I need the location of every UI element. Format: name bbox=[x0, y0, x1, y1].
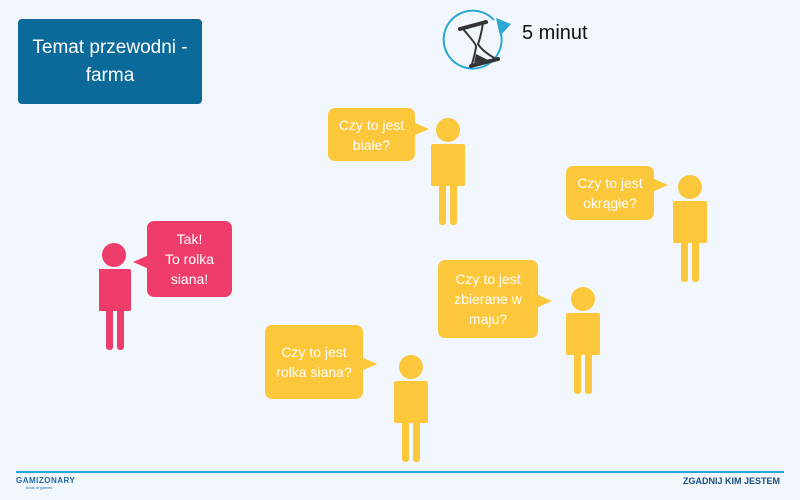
bubble-tail bbox=[413, 122, 429, 136]
person-icon-pink bbox=[99, 243, 131, 350]
topic-line1: Temat przewodni - bbox=[32, 36, 188, 58]
bubble-text: zbierane w bbox=[454, 291, 522, 307]
gamizonary-logo: GAMIZONARY book of games bbox=[16, 476, 75, 490]
logo-text: GAMIZONARY bbox=[16, 476, 76, 485]
bubble-tail bbox=[652, 178, 668, 192]
topic-line2: farma bbox=[85, 64, 135, 86]
bubble-text: Tak! bbox=[176, 231, 203, 247]
bubble-tail bbox=[133, 255, 149, 269]
footer-divider bbox=[16, 471, 784, 473]
bubble-text: To rolka bbox=[164, 251, 215, 267]
bubble-text: Czy to jest bbox=[455, 271, 521, 287]
bubble-text: maju? bbox=[468, 311, 508, 327]
answer-bubble: Tak! To rolka siana! bbox=[133, 221, 232, 297]
bubble-text: okrągłe? bbox=[583, 195, 637, 211]
bubble-text: Czy to jest bbox=[577, 175, 643, 191]
topic-box: Temat przewodni - farma bbox=[18, 19, 202, 104]
bubble-text: rolka siana? bbox=[276, 364, 352, 380]
bubble-text: Czy to jest bbox=[338, 116, 405, 133]
question-bubble: Czy to jest okrągłe? bbox=[566, 166, 668, 220]
timer-label: 5 minut bbox=[522, 22, 588, 44]
bubble-text: Czy to jest bbox=[281, 344, 347, 360]
bubble-text: siana! bbox=[170, 271, 209, 287]
game-name: ZGADNIJ KIM JESTEM bbox=[682, 476, 780, 486]
hourglass-icon bbox=[442, 9, 511, 70]
person-icon-yellow bbox=[673, 175, 707, 282]
person-icon-yellow bbox=[394, 355, 428, 462]
bubble-tail bbox=[536, 294, 552, 308]
bubble-text: białe? bbox=[352, 136, 391, 153]
logo-subtext: book of games bbox=[26, 485, 53, 490]
bubble-tail bbox=[361, 357, 377, 371]
person-icon-yellow bbox=[431, 118, 465, 225]
question-bubble: Czy to jest białe? bbox=[328, 108, 429, 161]
question-bubble: Czy to jest zbierane w maju? bbox=[438, 260, 552, 338]
person-icon-yellow bbox=[566, 287, 600, 394]
question-bubble: Czy to jest rolka siana? bbox=[265, 325, 377, 399]
